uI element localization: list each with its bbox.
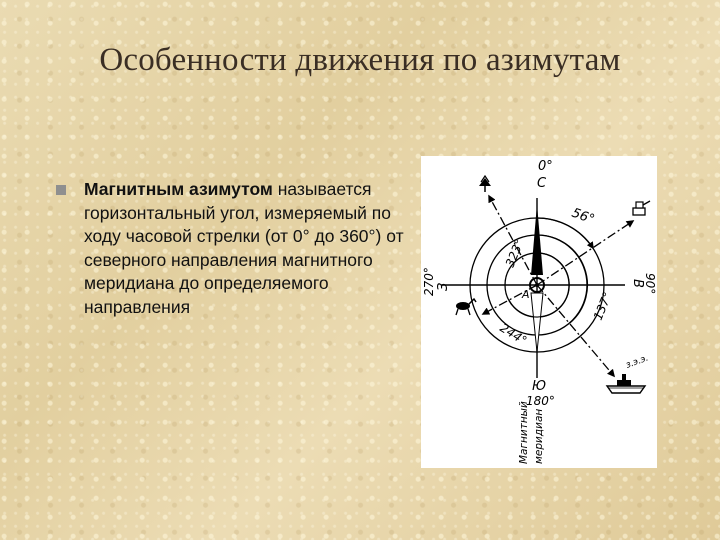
label-point-a: А bbox=[521, 288, 530, 301]
label-east-degree: 90° bbox=[643, 273, 657, 294]
label-south-degree: 180° bbox=[526, 394, 555, 408]
azimuth-figure: 0° С 56° 323° 137° 244° А 270° З В 90° Ю… bbox=[421, 156, 657, 468]
label-west-degree: 270° bbox=[422, 267, 436, 296]
label-south-letter: Ю bbox=[532, 379, 546, 394]
bullet-marker bbox=[56, 185, 66, 195]
tree-icon bbox=[479, 174, 491, 192]
label-angle-244: 244° bbox=[497, 321, 529, 348]
direction-137 bbox=[536, 284, 616, 378]
label-angle-56: 56° bbox=[570, 206, 597, 228]
label-east-letter: В bbox=[630, 279, 645, 288]
bullet-term: Магнитным азимутом bbox=[84, 179, 273, 199]
arc-56 bbox=[536, 217, 594, 250]
label-north-degree: 0° bbox=[538, 159, 553, 174]
direction-56 bbox=[536, 220, 635, 286]
label-north-letter: С bbox=[537, 176, 547, 191]
label-angle-323: 323° bbox=[503, 237, 527, 269]
label-ship-caption: з.э.э. bbox=[625, 353, 650, 370]
label-west-letter: З bbox=[436, 283, 451, 291]
bullet-text: Магнитным азимутом называется горизонтал… bbox=[84, 178, 404, 319]
label-angle-137: 137° bbox=[591, 290, 615, 322]
ship-icon bbox=[605, 374, 647, 394]
horse-icon bbox=[455, 297, 477, 316]
arc-244 bbox=[508, 252, 570, 318]
needle-north bbox=[531, 204, 543, 275]
tank-icon bbox=[632, 200, 651, 216]
arc-137 bbox=[536, 234, 588, 324]
bullet-definition: называется горизонтальный угол, измеряем… bbox=[84, 179, 404, 317]
label-meridian-line1: Магнитный bbox=[518, 401, 530, 464]
label-meridian-line2: меридиан bbox=[533, 409, 545, 464]
slide-title: Особенности движения по азимутам bbox=[99, 42, 621, 78]
direction-244 bbox=[481, 284, 538, 315]
needle-south bbox=[530, 292, 544, 353]
